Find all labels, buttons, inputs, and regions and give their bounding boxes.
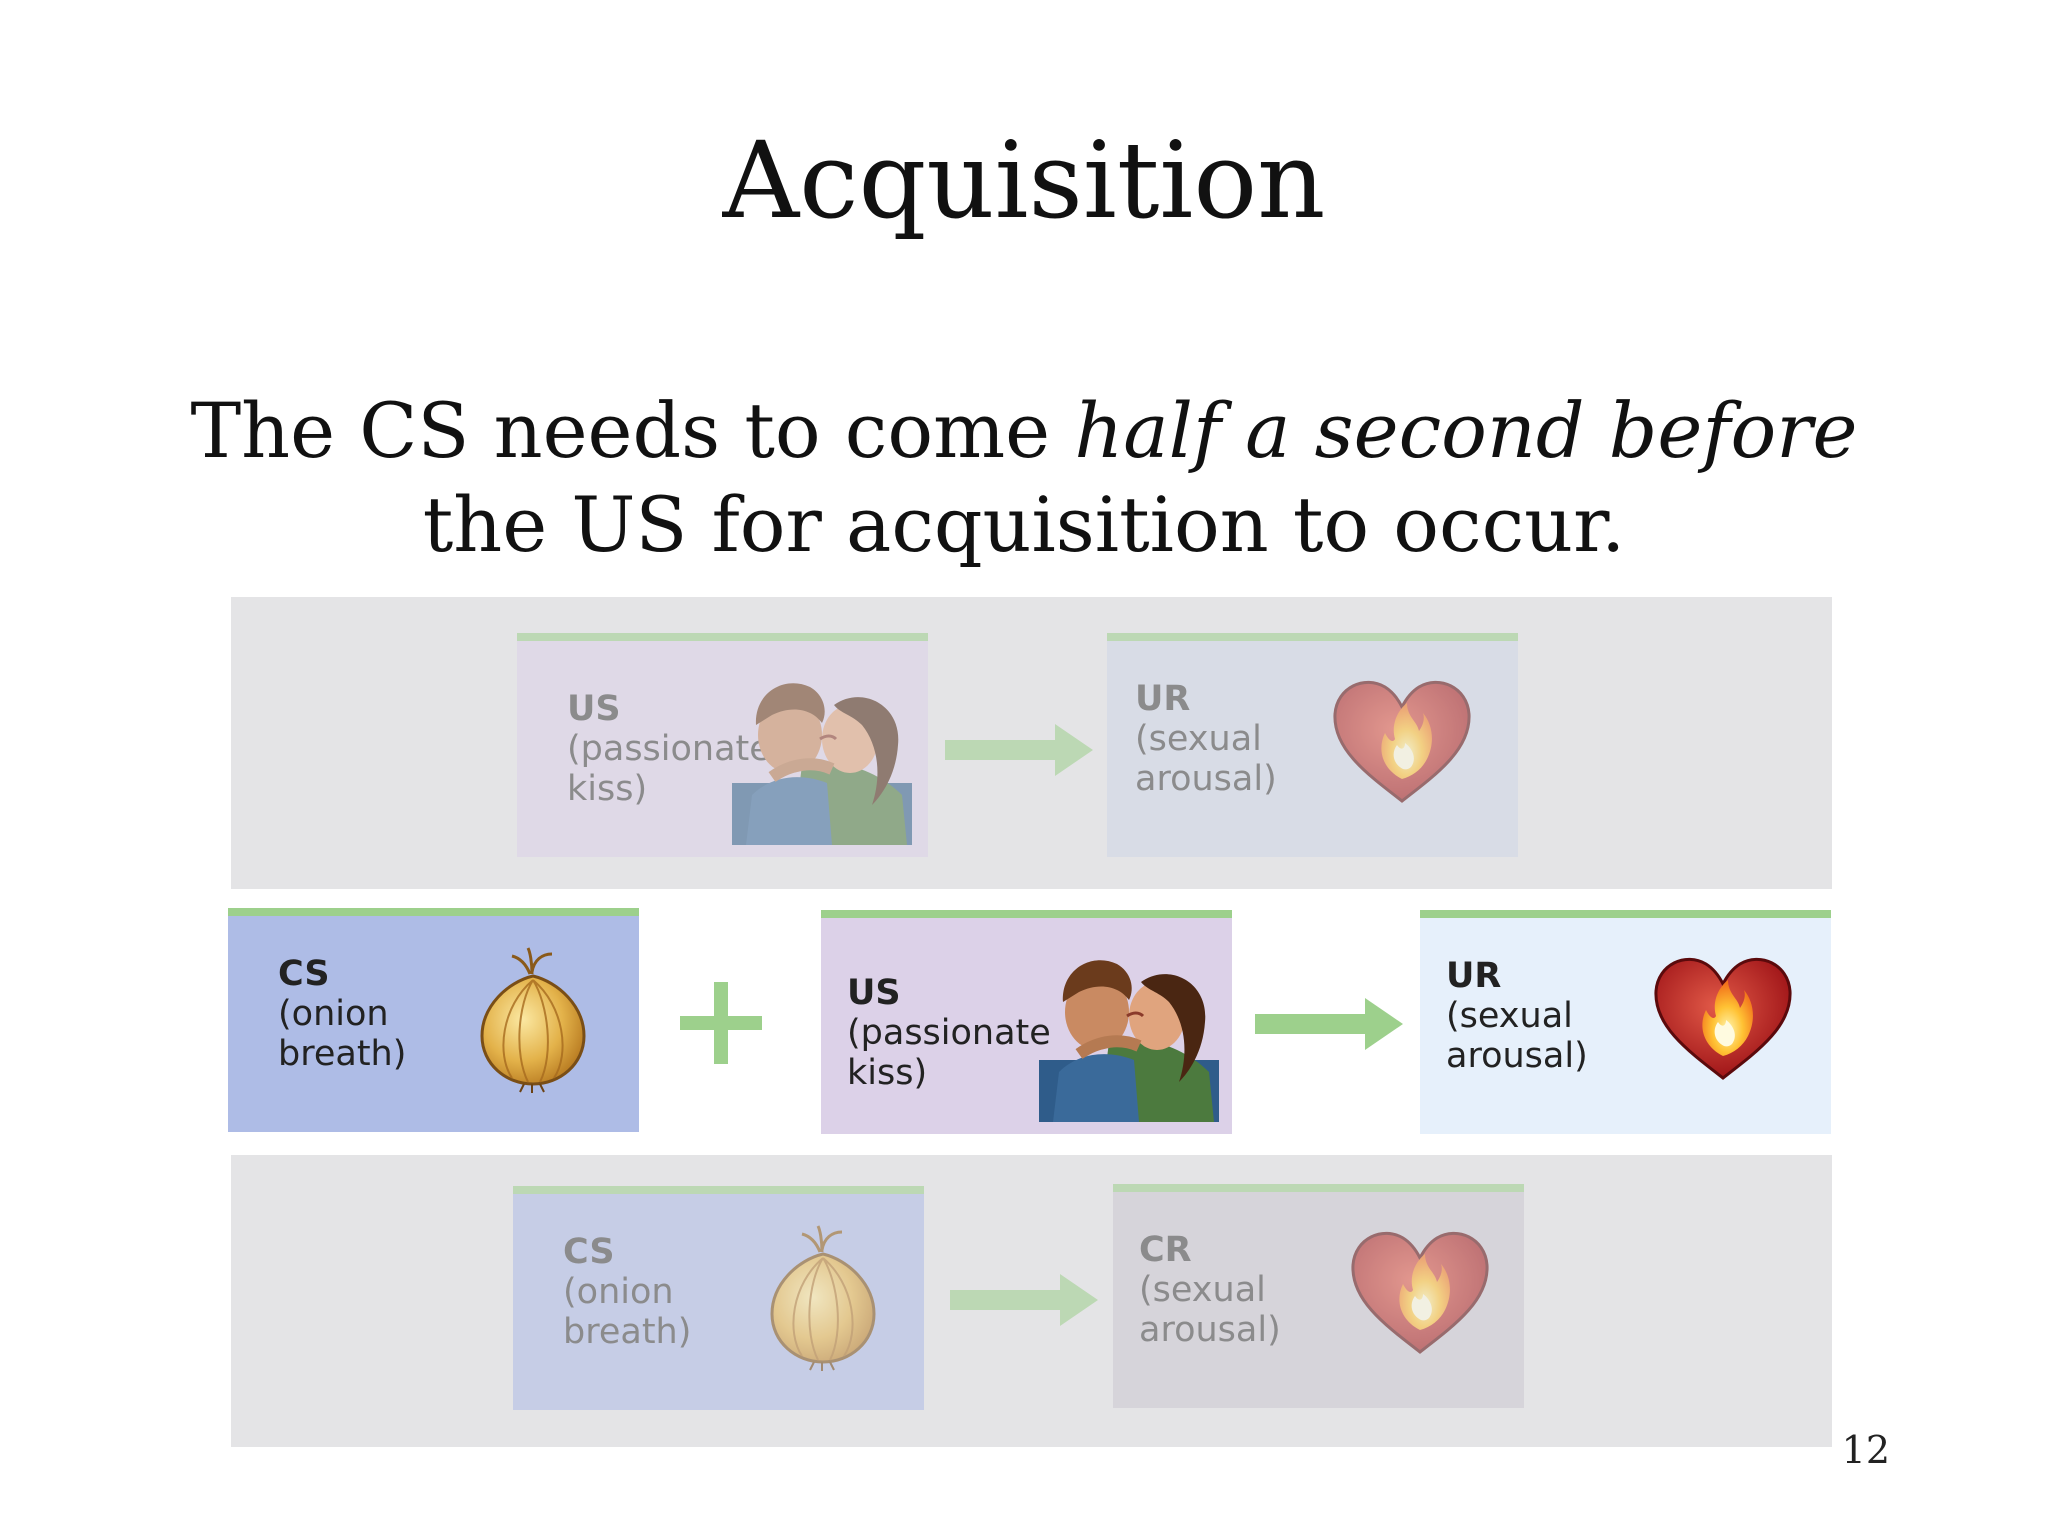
- slide-title: Acquisition: [722, 119, 1326, 242]
- row2-cs-code: CS: [278, 954, 330, 994]
- subtitle-emphasis: half a second before: [1074, 386, 1858, 475]
- row1-ur-box: UR (sexual arousal): [1107, 633, 1518, 857]
- onion-icon: [758, 1222, 888, 1372]
- row2-ur-box: UR (sexual arousal): [1420, 910, 1831, 1134]
- subtitle-part-2: the US for acquisition to occur.: [422, 480, 1626, 569]
- arrow-right-icon: [950, 1274, 1098, 1326]
- row2-us-code: US: [847, 973, 901, 1013]
- row3-cs-code: CS: [563, 1232, 615, 1272]
- row1-us-box: US (passionate kiss): [517, 633, 928, 857]
- row3-cr-label: CR (sexual arousal): [1139, 1230, 1281, 1350]
- row2-us-box: US (passionate kiss): [821, 910, 1232, 1134]
- heart-flame-icon: [1648, 946, 1798, 1086]
- heart-flame-icon: [1345, 1220, 1495, 1360]
- row2-ur-desc: (sexual arousal): [1446, 996, 1588, 1076]
- row1-us-code: US: [567, 689, 621, 729]
- plus-icon: [680, 982, 762, 1064]
- row3-cs-box: CS (onion breath): [513, 1186, 924, 1410]
- row3-cr-code: CR: [1139, 1230, 1192, 1270]
- row1-us-desc: (passionate kiss): [567, 729, 771, 809]
- row3-cr-desc: (sexual arousal): [1139, 1270, 1281, 1350]
- row3-cr-box: CR (sexual arousal): [1113, 1184, 1524, 1408]
- row2-cs-box: CS (onion breath): [228, 908, 639, 1132]
- row3-cs-label: CS (onion breath): [563, 1232, 691, 1352]
- slide-subtitle: The CS needs to come half a second befor…: [120, 384, 1928, 572]
- row2-ur-label: UR (sexual arousal): [1446, 956, 1588, 1076]
- row1-ur-desc: (sexual arousal): [1135, 719, 1277, 799]
- arrow-right-icon: [945, 724, 1093, 776]
- row2-cs-desc: (onion breath): [278, 994, 407, 1074]
- page-number: 12: [1841, 1428, 1890, 1472]
- row2-us-desc: (passionate kiss): [847, 1013, 1051, 1093]
- row3-cs-desc: (onion breath): [563, 1272, 692, 1352]
- arrow-right-icon: [1255, 998, 1403, 1050]
- row2-ur-code: UR: [1446, 956, 1502, 996]
- row1-ur-code: UR: [1135, 679, 1191, 719]
- subtitle-part-1: The CS needs to come: [190, 386, 1075, 475]
- row1-ur-label: UR (sexual arousal): [1135, 679, 1277, 799]
- kiss-illustration-icon: [1039, 942, 1219, 1122]
- kiss-illustration-icon: [732, 665, 912, 845]
- onion-icon: [468, 944, 598, 1094]
- row2-us-label: US (passionate kiss): [847, 973, 1051, 1093]
- heart-flame-icon: [1327, 669, 1477, 809]
- row2-cs-label: CS (onion breath): [278, 954, 406, 1074]
- row1-us-label: US (passionate kiss): [567, 689, 771, 809]
